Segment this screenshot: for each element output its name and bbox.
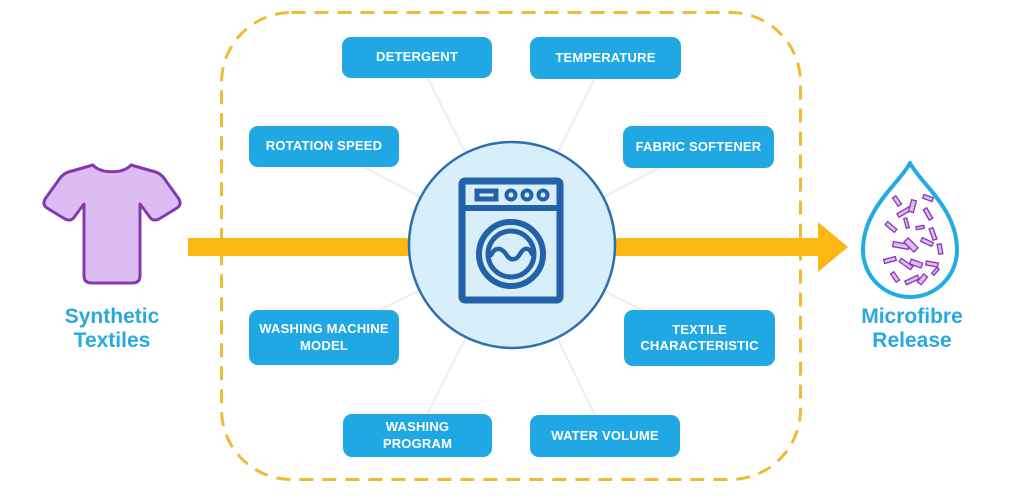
caption-microfibre-release: Microfibre Release	[861, 305, 963, 352]
factor-label-textile-characteristic: TEXTILE CHARACTERISTIC	[624, 310, 775, 366]
water-drop-icon	[861, 161, 959, 299]
hub-circle	[407, 140, 617, 350]
microfibres	[882, 193, 944, 286]
factor-label-temperature: TEMPERATURE	[530, 37, 681, 79]
caption-synthetic-textiles: Synthetic Textiles	[64, 305, 160, 352]
factor-label-detergent: DETERGENT	[342, 37, 492, 78]
factor-label-rotation-speed: ROTATION SPEED	[249, 126, 399, 167]
washing-machine-hub	[407, 140, 617, 350]
factor-label-washing-machine-model: WASHING MACHINE MODEL	[249, 310, 399, 365]
factor-label-fabric-softener: FABRIC SOFTENER	[623, 126, 774, 168]
dashed-boundary-border	[220, 11, 802, 481]
factor-label-washing-program: WASHING PROGRAM	[343, 414, 492, 457]
washing-machine-icon	[458, 177, 564, 304]
factor-label-water-volume: WATER VOLUME	[530, 415, 680, 457]
tshirt-icon	[42, 163, 182, 285]
